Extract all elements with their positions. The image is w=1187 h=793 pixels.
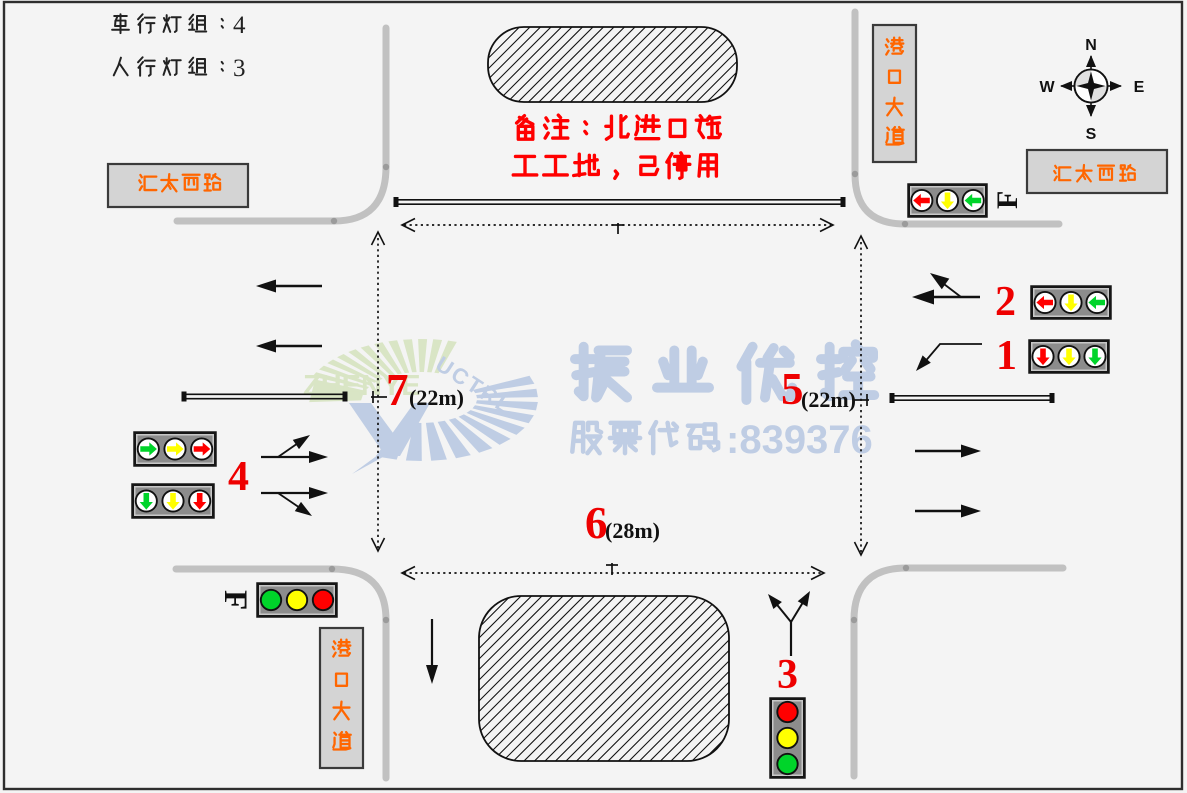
svg-text:F: F [991, 191, 1024, 209]
svg-text:E: E [1134, 79, 1145, 96]
svg-text:3: 3 [233, 55, 246, 82]
svg-text:(22m): (22m) [409, 385, 464, 410]
svg-text:W: W [1039, 79, 1055, 96]
svg-text:1: 1 [996, 333, 1017, 379]
svg-text:2: 2 [995, 279, 1016, 325]
svg-text::839376: :839376 [726, 418, 873, 462]
svg-text:(28m): (28m) [605, 518, 660, 543]
svg-text:4: 4 [228, 454, 249, 500]
svg-text:ZHENYE: ZHENYE [303, 370, 421, 402]
svg-text:6: 6 [585, 498, 608, 548]
svg-text:7: 7 [386, 365, 409, 415]
svg-text:S: S [1086, 126, 1097, 143]
svg-text:(22m): (22m) [801, 387, 856, 412]
svg-text:F: F [217, 590, 253, 610]
svg-text:5: 5 [781, 364, 804, 414]
svg-text:3: 3 [777, 652, 798, 698]
svg-text:N: N [1085, 37, 1097, 54]
svg-text:4: 4 [233, 12, 246, 39]
